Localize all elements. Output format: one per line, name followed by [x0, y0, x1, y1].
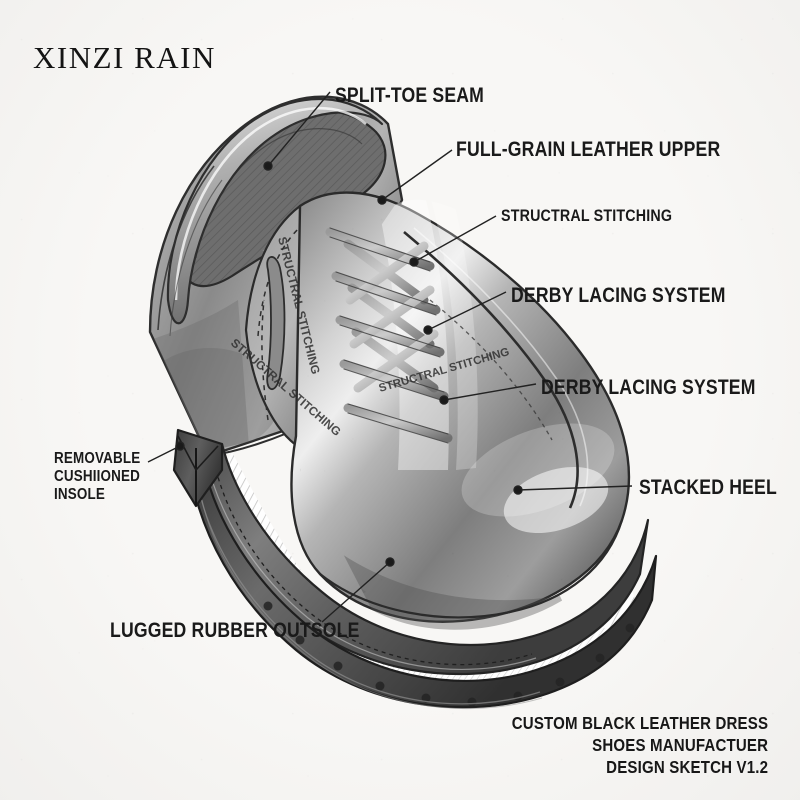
caption-line-1: CUSTOM BLACK LEATHER DRESS — [511, 712, 768, 733]
caption-line-3: DESIGN SKETCH V1.2 — [605, 756, 768, 777]
derby-lacing — [325, 227, 453, 443]
callout-label-removable-cushioned-insole: REMOVABLE CUSHIIONED INSOLE — [54, 450, 140, 504]
callout-label-full-grain-leather-upper: FULL-GRAIN LEATHER UPPER — [456, 138, 721, 161]
callout-label-structral-stitching: STRUCTRAL STITCHING — [501, 206, 673, 225]
callout-label-lugged-rubber-outsole: LUGGED RUBBER OUTSOLE — [110, 619, 360, 642]
callout-label-derby-lacing-system-upper: DERBY LACING SYSTEM — [511, 284, 726, 307]
sole-assembly — [172, 428, 658, 710]
insole-label-line-2: CUSHIIONED — [54, 467, 141, 485]
callout-label-stacked-heel: STACKED HEEL — [639, 476, 777, 499]
callout-label-split-toe-seam: SPLIT-TOE SEAM — [335, 84, 485, 107]
sheet-caption: CUSTOM BLACK LEATHER DRESS SHOES MANUFAC… — [512, 712, 768, 778]
brand-wordmark: XINZI RAIN — [33, 40, 216, 75]
insole-label-line-1: REMOVABLE — [54, 450, 141, 467]
insole-label-line-3: INSOLE — [54, 485, 106, 503]
caption-line-2: SHOES MANUFACTUER — [591, 734, 768, 755]
callout-label-derby-lacing-system-lower: DERBY LACING SYSTEM — [541, 376, 756, 399]
vamp-and-toe — [290, 191, 631, 630]
